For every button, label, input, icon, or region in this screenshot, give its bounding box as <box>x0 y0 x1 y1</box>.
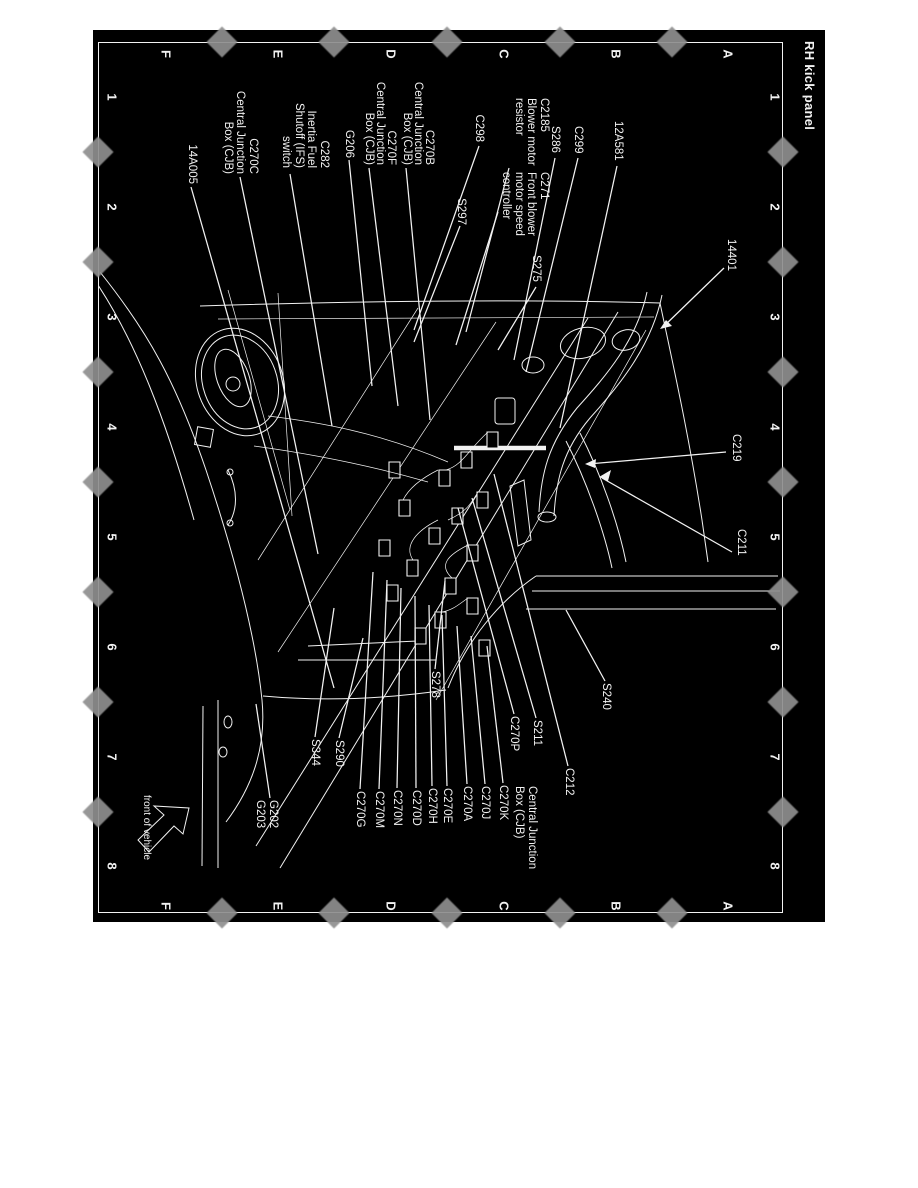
grid-row-label-left: C <box>496 49 512 59</box>
label-c2185: C2185 Blower motor resistor <box>513 98 550 166</box>
grid-row-label-left: E <box>270 49 286 59</box>
grid-col-label-top: 4 <box>767 423 783 431</box>
label-c270m: C270M <box>373 791 385 829</box>
label-s286: S286 <box>549 126 561 153</box>
label-c270e: C270E <box>441 788 453 824</box>
grid-col-label-top: 3 <box>767 313 783 321</box>
label-c270b: C270B Central Junction Box (CJB) <box>401 81 435 165</box>
label-c282: C282 Inertia Fuel Shutoff (IFS) switch <box>280 103 331 168</box>
label-c271: C271 Front blower motor speed controller <box>500 172 551 236</box>
front-of-vehicle-arrow-icon <box>138 806 189 852</box>
label-c270h: C270H <box>426 788 438 824</box>
grid-col-label-bottom: 2 <box>104 203 120 211</box>
label-s240: S240 <box>600 683 612 710</box>
grid-row-label-right: A <box>720 901 736 911</box>
label-c270n: C270N <box>391 790 403 826</box>
front-of-vehicle-note: front of vehicle <box>141 795 152 861</box>
grid-row-label-left: B <box>608 49 624 59</box>
grid-col-label-bottom: 5 <box>104 533 120 541</box>
label-c212: C212 <box>563 768 575 796</box>
label-c211: C211 <box>735 529 747 556</box>
label-cjb-group: Central Junction Box (CJB) <box>513 786 538 870</box>
grid-col-label-bottom: 7 <box>104 753 120 761</box>
grid-col-label-bottom: 4 <box>104 423 120 431</box>
label-12a581: 12A581 <box>612 121 624 161</box>
label-c270f: C270F Central Junction Box (CJB) <box>363 81 397 165</box>
grid-row-label-right: D <box>383 901 399 911</box>
page-title: RH kick panel <box>802 41 817 131</box>
label-c270d: C270D <box>410 790 422 826</box>
grid-col-label-top: 8 <box>767 862 783 870</box>
label-g206: G206 <box>343 129 355 158</box>
label-s211: S211 <box>531 720 543 747</box>
label-c270a: C270A <box>461 786 473 822</box>
grid-row-label-left: A <box>720 49 736 59</box>
grid-row-label-right: F <box>158 902 174 910</box>
label-s275: S275 <box>530 255 542 282</box>
grid-row-label-right: E <box>270 901 286 911</box>
leader-lines <box>191 146 732 798</box>
label-s290: S290 <box>333 740 345 767</box>
grid-row-label-right: B <box>608 901 624 911</box>
label-g202-g203: G202 G203 <box>254 800 279 829</box>
grid-col-label-bottom: 3 <box>104 313 120 321</box>
label-c219: C219 <box>730 434 742 462</box>
label-s344: S344 <box>309 739 321 766</box>
vehicle-line-art <box>96 272 780 868</box>
label-c270p: C270P <box>508 716 520 752</box>
label-c270k: C270K <box>497 785 509 821</box>
label-c270g: C270G <box>354 791 366 828</box>
label-c270c: C270C Central Junction Box (CJB) <box>222 90 259 174</box>
label-14a005: 14A005 <box>186 144 198 184</box>
label-s297: S297 <box>455 198 467 225</box>
grid-col-label-top: 6 <box>767 643 783 651</box>
grid-col-label-bottom: 1 <box>104 93 120 101</box>
grid-col-label-top: 2 <box>767 203 783 211</box>
grid-row-label-left: F <box>158 50 174 58</box>
label-14401: 14401 <box>725 239 737 271</box>
grid-col-label-bottom: 8 <box>104 862 120 870</box>
grid-row-label-left: D <box>383 49 399 59</box>
grid-col-label-top: 1 <box>767 93 783 101</box>
label-c270j: C270J <box>479 786 491 820</box>
label-c299: C299 <box>572 126 584 154</box>
label-s278: S278 <box>429 671 441 698</box>
grid-row-label-right: C <box>496 901 512 911</box>
grid-col-label-top: 7 <box>767 753 783 761</box>
grid-col-label-top: 5 <box>767 533 783 541</box>
grid-col-label-bottom: 6 <box>104 643 120 651</box>
label-c298: C298 <box>473 114 485 143</box>
